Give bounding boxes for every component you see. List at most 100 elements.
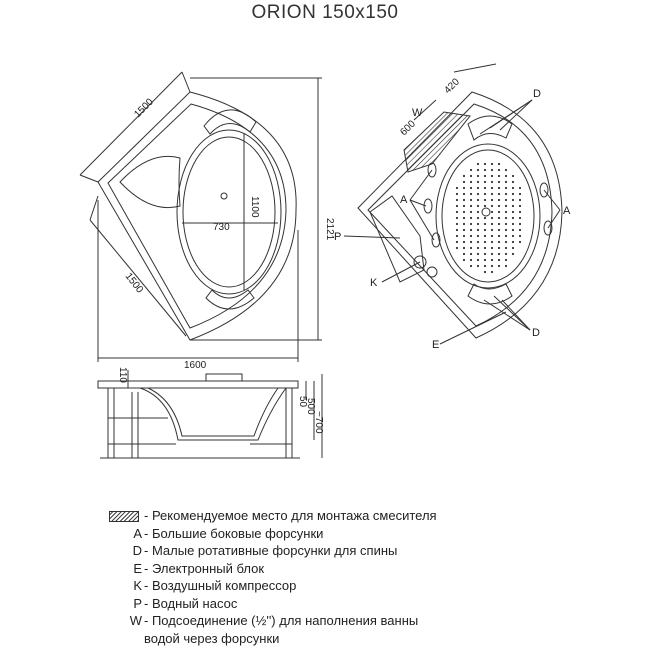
callout-d-bottom: D	[532, 327, 540, 339]
jet-dot	[462, 204, 466, 208]
jet-dot	[504, 168, 508, 172]
callout-w: W	[412, 107, 423, 119]
jet-dot	[497, 204, 501, 208]
jet-dot	[518, 222, 522, 226]
jet-dot	[462, 240, 466, 244]
jet-dot	[497, 258, 501, 262]
jet-dot	[504, 264, 508, 268]
rim-top	[97, 380, 299, 389]
dim-label-110: 110	[117, 367, 128, 383]
jet-dot	[518, 198, 522, 202]
legend-text: - Большие боковые форсунки	[144, 525, 324, 541]
jet-dot	[497, 246, 501, 250]
legend-row: A - Большие боковые форсунки	[97, 525, 617, 543]
dim-label-1500-left: 1500	[123, 271, 146, 296]
jet-dot	[504, 246, 508, 250]
jet-dot	[483, 246, 487, 250]
hatch-icon	[97, 507, 144, 525]
jet-dot	[469, 192, 473, 196]
legend-key: A	[133, 525, 142, 541]
jet-dot	[469, 174, 473, 178]
jet-dot	[497, 168, 501, 172]
jet-dot	[518, 210, 522, 214]
jet-dot	[469, 180, 473, 184]
dim-label-50: 50	[297, 396, 308, 408]
legend: - Рекомендуемое место для монтажа смесит…	[97, 507, 617, 647]
jet-dot	[504, 174, 508, 178]
jet-dot	[462, 174, 466, 178]
callout-k: K	[370, 277, 378, 289]
dim-label-1600: 1600	[184, 360, 207, 371]
legend-row: W - Подсоединение (½'') для наполнения в…	[97, 612, 617, 630]
jet-dot	[462, 258, 466, 262]
legend-key: D	[132, 543, 142, 558]
jet-dot	[497, 216, 501, 220]
equip-rim-outline	[367, 103, 553, 327]
tub-outer-outline	[97, 91, 297, 341]
headrest-bottom	[205, 289, 255, 310]
jet-dot	[497, 162, 501, 166]
jet-dot	[490, 264, 494, 268]
legend-key: K	[133, 578, 142, 593]
jet-pad-top	[467, 115, 513, 141]
jet-dot	[490, 186, 494, 190]
jet-dot	[483, 174, 487, 178]
jet-dot	[490, 222, 494, 226]
page-title: ORION 150x150	[251, 2, 399, 23]
jet-dot	[483, 222, 487, 226]
plan-dimension-labels: 1500 1500 2121 1600 730 1100	[123, 96, 335, 371]
jet-dot	[476, 240, 480, 244]
jet-dot	[518, 192, 522, 196]
jet-dot	[483, 216, 487, 220]
jet-dot	[511, 216, 515, 220]
dim-label-1100: 1100	[249, 196, 260, 218]
plan-view	[79, 71, 322, 362]
jet-dot	[490, 192, 494, 196]
jet-dot	[483, 186, 487, 190]
jet-dot	[497, 210, 501, 214]
jet-dot	[483, 234, 487, 238]
jet-a-1	[423, 198, 433, 214]
jet-dot	[490, 168, 494, 172]
jet-dot	[455, 204, 459, 208]
jet-dot	[497, 174, 501, 178]
jet-dot	[462, 198, 466, 202]
equipment-box	[369, 195, 425, 283]
jet-dot	[476, 246, 480, 250]
jet-dot	[476, 216, 480, 220]
faucet-hatch-area	[403, 111, 471, 173]
jet-dot	[504, 198, 508, 202]
jet-dot	[476, 252, 480, 256]
jet-dot	[497, 252, 501, 256]
jet-dot	[462, 216, 466, 220]
equip-basin	[435, 143, 541, 289]
legend-text-hatch: - Рекомендуемое место для монтажа смесит…	[144, 508, 437, 523]
jet-dot	[511, 204, 515, 208]
legend-text: - Электронный блок	[144, 560, 265, 576]
legend-row: K - Воздушный компрессор	[97, 577, 617, 595]
dim-label-700: ~700	[313, 411, 324, 434]
legend-text: - Малые ротативные форсунки для спины	[144, 543, 398, 558]
jet-dot	[497, 198, 501, 202]
jet-dot	[483, 258, 487, 262]
jet-dot	[469, 234, 473, 238]
jet-dot	[469, 246, 473, 250]
jet-dot	[497, 240, 501, 244]
jet-dot	[511, 246, 515, 250]
jet-pad-bottom	[467, 283, 513, 305]
jet-dot	[497, 234, 501, 238]
jet-dot	[511, 234, 515, 238]
jet-dot	[511, 180, 515, 184]
dim-label-500: 500	[305, 398, 316, 415]
callout-e: E	[432, 339, 439, 351]
jet-dot	[490, 252, 494, 256]
jet-dot	[504, 234, 508, 238]
legend-row: E - Электронный блок	[97, 560, 617, 578]
jet-dot	[490, 258, 494, 262]
legend-row: D - Малые ротативные форсунки для спины	[97, 542, 617, 560]
legend-key: W	[129, 613, 142, 628]
jet-dot	[511, 174, 515, 178]
jet-dot	[497, 186, 501, 190]
jet-dot	[455, 240, 459, 244]
